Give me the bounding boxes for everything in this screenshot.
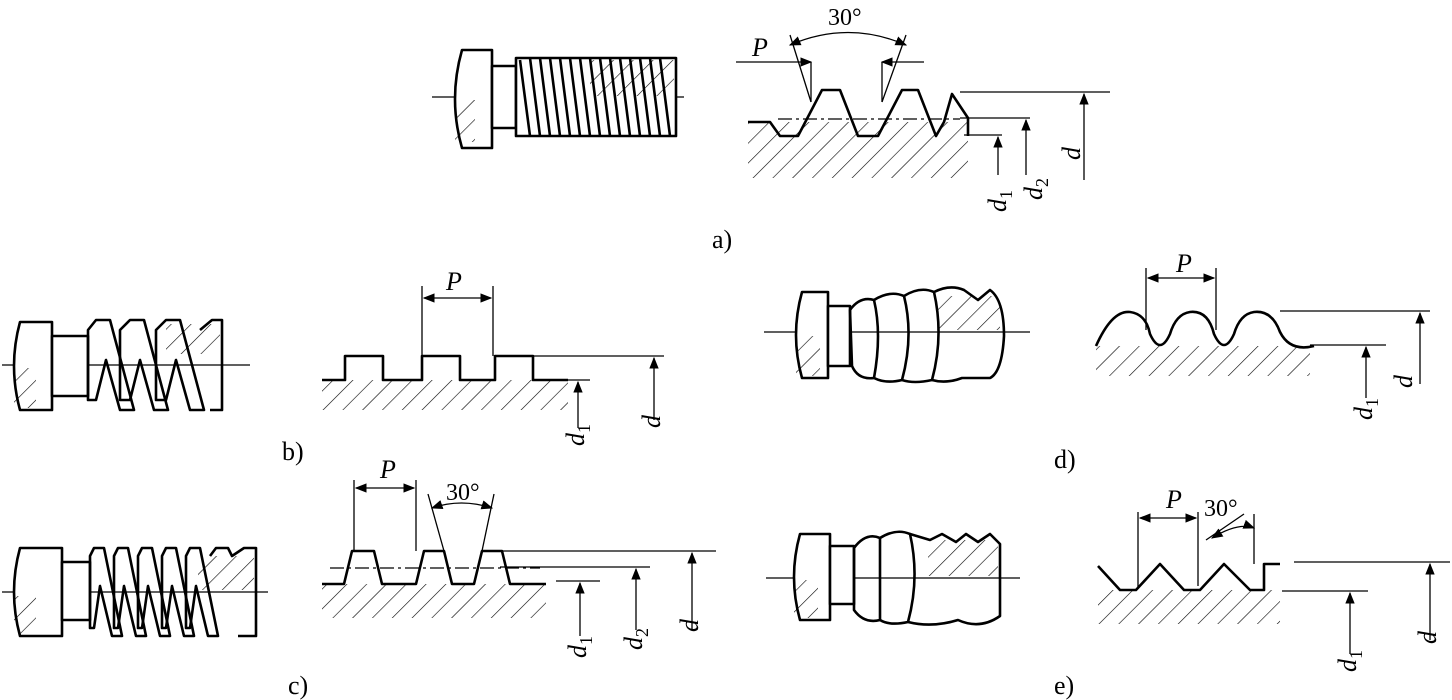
caption-e: e) — [1054, 671, 1074, 700]
caption-d: d) — [1054, 445, 1076, 474]
d1-label-d: d1 — [1349, 398, 1382, 420]
screw-b — [2, 318, 250, 412]
d1-label-a: d1 — [983, 190, 1016, 212]
profile-a — [736, 31, 1110, 180]
caption-a: a) — [712, 225, 732, 254]
d1-label-e: d1 — [1333, 650, 1366, 672]
screw-a — [432, 48, 684, 150]
screw-e — [766, 530, 1020, 626]
d-label-a: d — [1057, 146, 1086, 160]
panel-b: P d d1 b) — [2, 267, 666, 466]
angle-label-a: 30° — [828, 5, 862, 31]
d1-label-b: d1 — [561, 424, 594, 446]
panel-d: P d d1 d) — [764, 249, 1430, 474]
profile-e — [1097, 512, 1450, 654]
profile-d — [1094, 268, 1430, 398]
profile-b — [322, 286, 664, 428]
angle-label-c: 30° — [446, 480, 480, 506]
caption-b: b) — [282, 437, 304, 466]
caption-c: c) — [288, 671, 308, 700]
screw-c — [2, 546, 268, 638]
d-label-d: d — [1389, 374, 1418, 388]
d-label-b: d — [637, 414, 666, 428]
d1-label-c: d1 — [563, 636, 596, 658]
pitch-label-c: P — [379, 455, 396, 484]
pitch-label-d: P — [1175, 249, 1192, 278]
screw-d — [764, 286, 1030, 384]
pitch-label-a: P — [751, 33, 768, 62]
panel-a: 30° P d d2 d1 a) — [432, 5, 1110, 254]
d2-label-c: d2 — [619, 628, 652, 650]
profile-c — [322, 480, 716, 636]
d-label-c: d — [675, 618, 704, 632]
pitch-label-e: P — [1165, 485, 1182, 514]
panel-c: P 30° d d2 d1 c) — [2, 455, 716, 700]
pitch-label-b: P — [445, 267, 462, 296]
d-label-e: d — [1413, 630, 1442, 644]
d2-label-a: d2 — [1019, 178, 1052, 200]
angle-label-e: 30° — [1204, 496, 1238, 522]
panel-e: P 30° d d1 e) — [766, 485, 1450, 700]
